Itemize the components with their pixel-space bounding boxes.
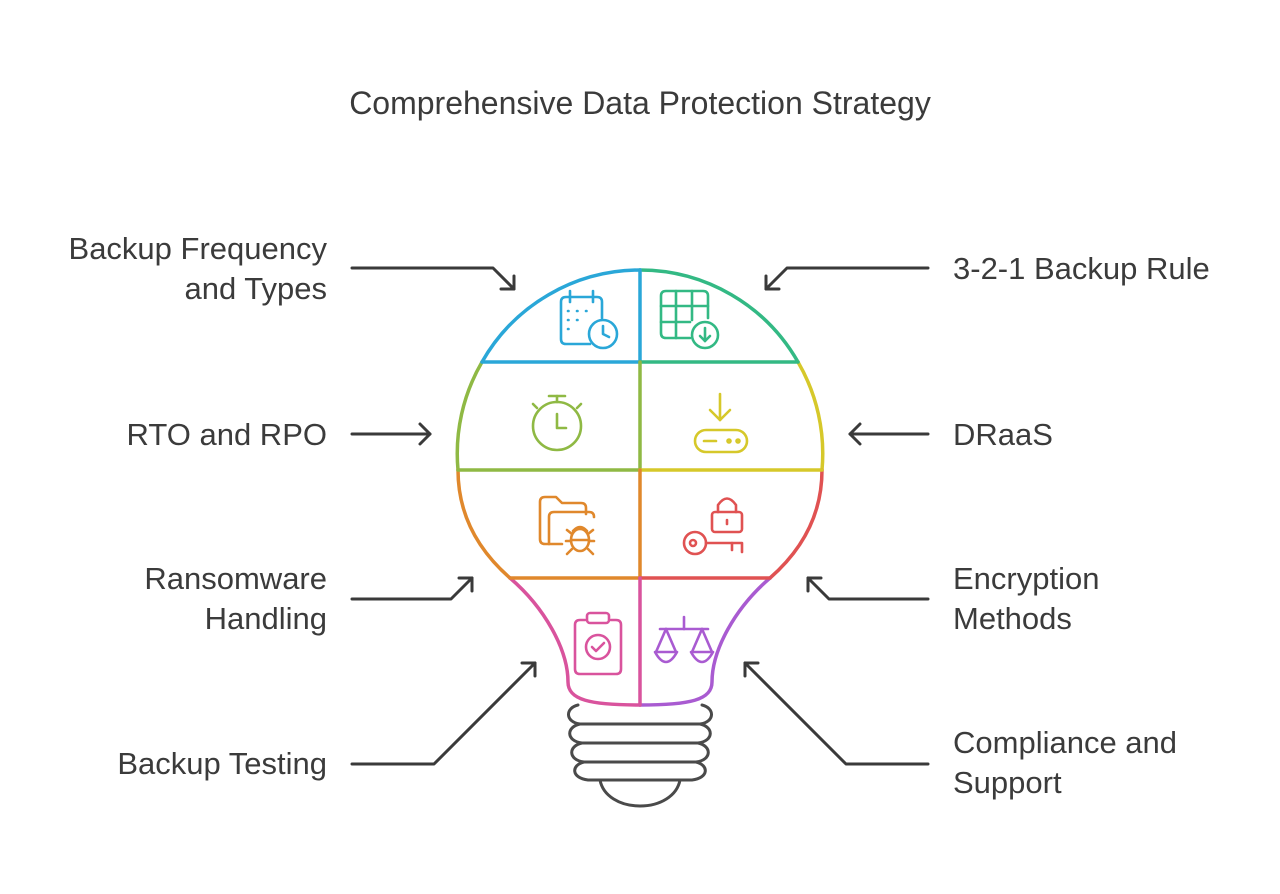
label-321-rule: 3-2-1 Backup Rule bbox=[953, 251, 1210, 286]
key-lock-icon bbox=[682, 497, 744, 556]
bulb-segment-ransomware bbox=[456, 468, 512, 580]
label-backup-frequency-line2: and Types bbox=[185, 271, 327, 306]
label-backup-testing: Backup Testing bbox=[117, 746, 327, 781]
base-ring-3 bbox=[570, 741, 710, 764]
folder-bug-icon bbox=[538, 495, 596, 556]
bulb-segment-draas bbox=[796, 360, 825, 472]
arrow-ransomware bbox=[350, 576, 474, 601]
arrow-rto-rpo bbox=[350, 422, 432, 446]
calendar-clock-icon bbox=[559, 289, 619, 350]
base-tip bbox=[598, 778, 682, 808]
arrow-backup-testing bbox=[350, 661, 537, 766]
bulb-segment-compliance bbox=[638, 576, 772, 707]
bulb-segment-rto-rpo bbox=[455, 360, 484, 472]
label-ransomware-line1: Ransomware bbox=[144, 561, 327, 596]
arrow-321-rule bbox=[764, 266, 930, 291]
label-encryption-line1: Encryption bbox=[953, 561, 1099, 596]
table-download-icon bbox=[659, 289, 720, 350]
bulb-segment-encryption bbox=[768, 468, 824, 580]
arrows bbox=[350, 266, 930, 766]
arrow-backup-frequency bbox=[350, 266, 516, 291]
scales-icon bbox=[653, 615, 715, 664]
labels: Backup Frequency and Types 3-2-1 Backup … bbox=[69, 231, 1210, 800]
page-title: Comprehensive Data Protection Strategy bbox=[349, 85, 931, 121]
label-draas: DRaaS bbox=[953, 417, 1053, 452]
bulb-segment-backup-frequency bbox=[480, 268, 642, 364]
arrow-compliance bbox=[743, 661, 930, 766]
label-rto-rpo: RTO and RPO bbox=[127, 417, 327, 452]
stopwatch-icon bbox=[531, 394, 583, 452]
bulb bbox=[455, 268, 825, 707]
label-backup-frequency-line1: Backup Frequency bbox=[69, 231, 328, 266]
bulb-base bbox=[567, 703, 713, 808]
base-ring-2 bbox=[568, 722, 712, 745]
bulb-segment-321-rule bbox=[638, 268, 800, 364]
base-ring-4 bbox=[573, 760, 707, 782]
label-ransomware-line2: Handling bbox=[205, 601, 327, 636]
server-download-icon bbox=[693, 392, 749, 454]
arrow-encryption bbox=[806, 576, 930, 601]
clipboard-check-icon bbox=[573, 611, 623, 676]
bulb-segment-backup-testing bbox=[508, 576, 642, 707]
label-compliance-line2: Support bbox=[953, 765, 1062, 800]
label-encryption-line2: Methods bbox=[953, 601, 1072, 636]
label-compliance-line1: Compliance and bbox=[953, 725, 1177, 760]
arrow-draas bbox=[848, 422, 930, 446]
base-ring-1 bbox=[567, 703, 713, 726]
